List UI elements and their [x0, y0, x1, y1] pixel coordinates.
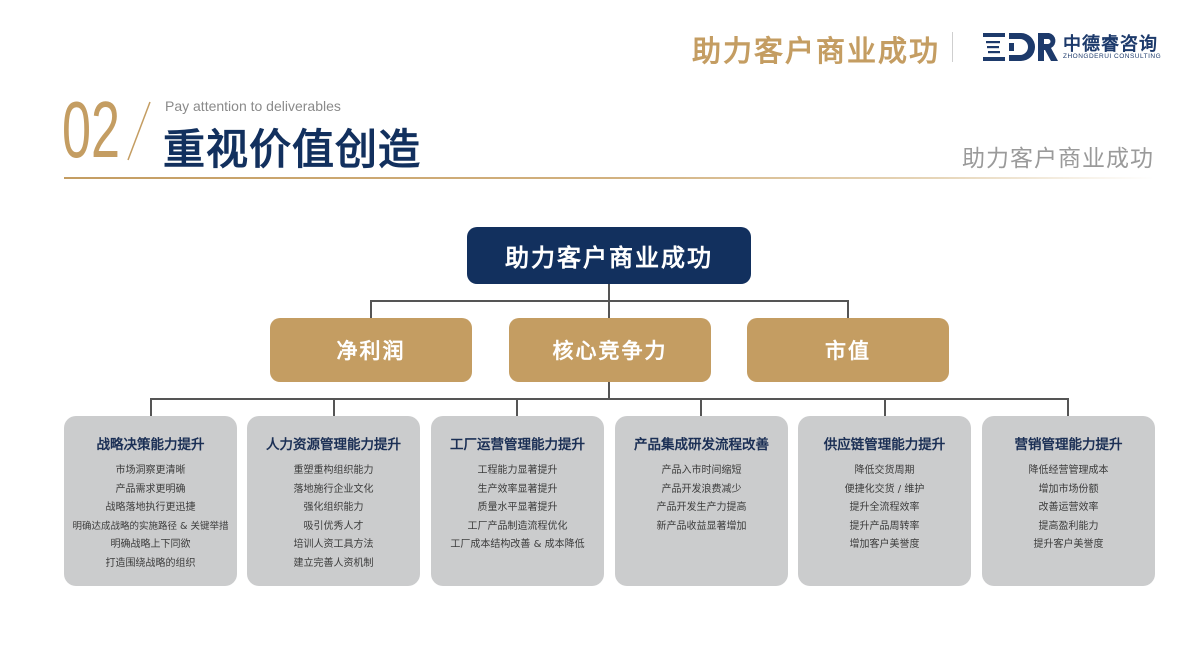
connector-line	[608, 382, 610, 399]
card-item: 落地施行企业文化	[293, 483, 374, 495]
svg-text:02: 02	[62, 94, 120, 160]
connector-line	[608, 300, 610, 318]
card-item: 质量水平显著提升	[477, 502, 558, 514]
card-title: 战略决策能力提升	[96, 437, 205, 453]
card-item: 产品入市时间缩短	[661, 465, 742, 476]
card-item: 打造围绕战略的组织	[105, 557, 196, 569]
section-subtitle-en: Pay attention to deliverables	[165, 98, 341, 114]
card-item: 提升产品周转率	[849, 520, 920, 532]
card-title: 产品集成研发流程改善	[634, 437, 769, 453]
card-hr-management: 人力资源管理能力提升 重塑重构组织能力 落地施行企业文化 强化组织能力 吸引优秀…	[247, 416, 420, 586]
card-marketing: 营销管理能力提升 降低经营管理成本 增加市场份额 改善运营效率 提高盈利能力 提…	[982, 416, 1155, 586]
card-supply-chain: 供应链管理能力提升 降低交货周期 便捷化交货 / 维护 提升全流程效率 提升产品…	[798, 416, 971, 586]
connector-line	[884, 398, 886, 416]
card-item: 建立完善人资机制	[293, 557, 374, 569]
card-item: 明确战略上下同欲	[110, 539, 191, 551]
card-item: 工厂成本结构改善 & 成本降低	[450, 539, 585, 551]
card-item: 产品开发浪费减少	[661, 483, 742, 495]
card-item: 降低交货周期	[854, 465, 915, 476]
card-item: 培训人资工具方法	[293, 539, 374, 551]
card-item: 工厂产品制造流程优化	[467, 520, 568, 532]
connector-line	[333, 398, 335, 416]
connector-line	[370, 300, 372, 318]
card-item: 提升客户美誉度	[1033, 539, 1104, 551]
connector-line	[847, 300, 849, 318]
connector-line	[516, 398, 518, 416]
node-core-competitiveness: 核心竞争力	[509, 318, 711, 382]
header-separator	[952, 32, 953, 62]
card-item: 强化组织能力	[303, 502, 364, 514]
card-item: 市场洞察更清晰	[115, 465, 186, 476]
card-item: 战略落地执行更迅捷	[105, 502, 196, 514]
card-title: 供应链管理能力提升	[823, 437, 946, 453]
zdr-logo-icon	[983, 33, 1058, 61]
company-logo: 中德睿咨询 ZHONGDERUI CONSULTING	[983, 30, 1162, 66]
node-net-profit: 净利润	[270, 318, 472, 382]
header-slogan: 助力客户商业成功	[692, 34, 941, 68]
card-item: 便捷化交货 / 维护	[844, 483, 925, 495]
card-item: 生产效率显著提升	[477, 483, 558, 495]
card-item: 产品需求更明确	[115, 483, 186, 495]
card-strategy-decision: 战略决策能力提升 市场洞察更清晰 产品需求更明确 战略落地执行更迅捷 明确达成战…	[64, 416, 237, 586]
connector-line	[700, 398, 702, 416]
card-product-development: 产品集成研发流程改善 产品入市时间缩短 产品开发浪费减少 产品开发生产力提高 新…	[615, 416, 788, 586]
card-item: 吸引优秀人才	[303, 520, 364, 532]
card-item: 增加客户美誉度	[849, 539, 920, 551]
card-item: 明确达成战略的实施路径 & 关键举措	[72, 520, 229, 532]
connector-line	[150, 398, 1068, 400]
connector-line	[1067, 398, 1069, 416]
card-title: 人力资源管理能力提升	[266, 437, 401, 453]
logo-name-cn: 中德睿咨询	[1063, 34, 1158, 55]
card-title: 工厂运营管理能力提升	[450, 437, 585, 453]
card-item: 新产品收益显著增加	[656, 520, 747, 532]
card-item: 增加市场份额	[1038, 483, 1099, 495]
section-number: 02	[62, 94, 120, 160]
card-title: 营销管理能力提升	[1014, 437, 1123, 453]
card-item: 工程能力显著提升	[477, 465, 558, 476]
node-market-value: 市值	[747, 318, 949, 382]
connector-line	[150, 398, 152, 416]
page-title: 重视价值创造	[163, 125, 422, 174]
card-factory-operations: 工厂运营管理能力提升 工程能力显著提升 生产效率显著提升 质量水平显著提升 工厂…	[431, 416, 604, 586]
header-divider	[64, 177, 1154, 179]
root-node: 助力客户商业成功	[467, 227, 751, 284]
section-right-label: 助力客户商业成功	[962, 146, 1154, 172]
card-item: 降低经营管理成本	[1028, 465, 1109, 476]
card-item: 提高盈利能力	[1038, 520, 1099, 532]
connector-line	[608, 284, 610, 301]
card-item: 改善运营效率	[1038, 502, 1099, 514]
logo-name-en: ZHONGDERUI CONSULTING	[1063, 53, 1162, 60]
card-item: 重塑重构组织能力	[293, 465, 374, 476]
section-slash-decoration	[127, 101, 151, 161]
card-item: 产品开发生产力提高	[656, 502, 747, 514]
card-item: 提升全流程效率	[849, 502, 920, 514]
